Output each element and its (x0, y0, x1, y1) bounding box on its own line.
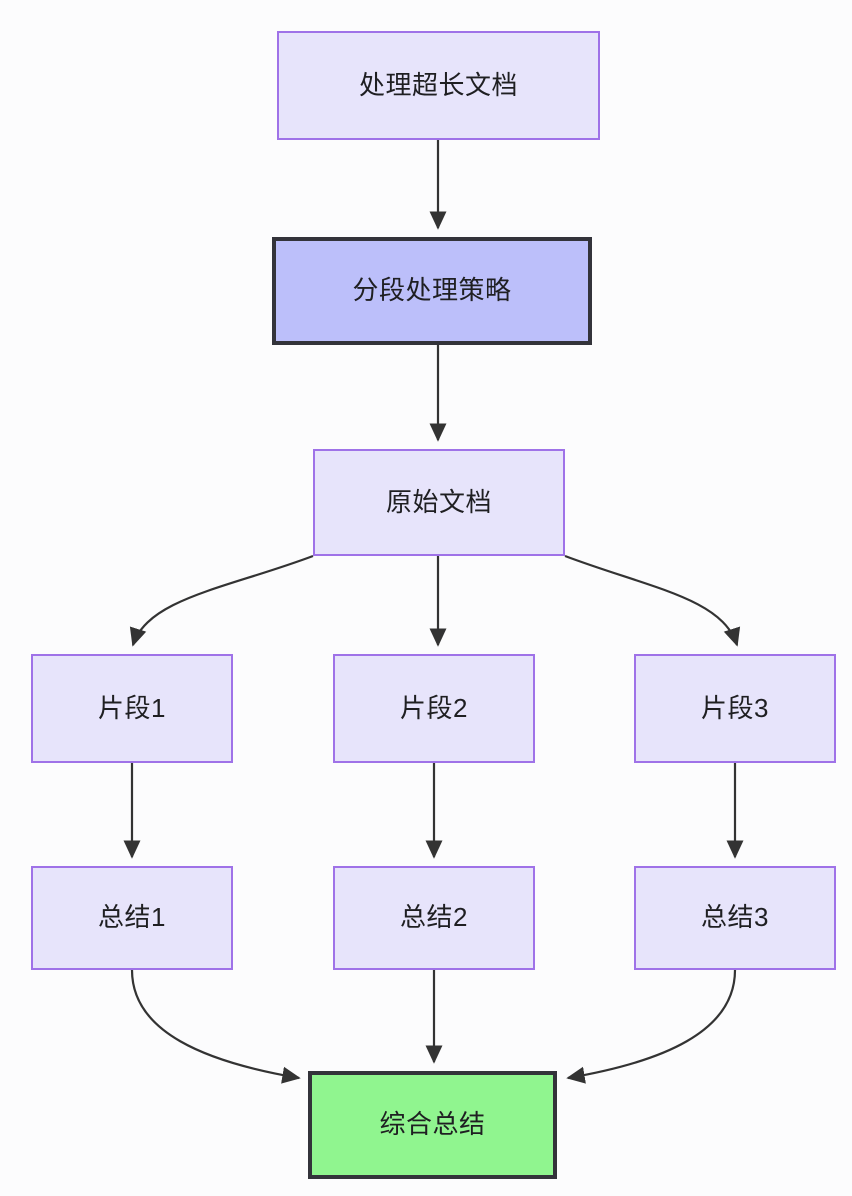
node-final-summary[interactable]: 综合总结 (308, 1071, 557, 1179)
edge-source-doc-to-fragment1 (129, 554, 314, 647)
node-source-doc[interactable]: 原始文档 (313, 449, 565, 556)
node-root[interactable]: 处理超长文档 (277, 31, 600, 140)
node-strategy[interactable]: 分段处理策略 (272, 237, 592, 345)
node-summary2[interactable]: 总结2 (333, 866, 535, 970)
edge-source-doc-to-fragment3 (564, 554, 741, 647)
edge-summary3-to-final-summary (566, 969, 737, 1084)
node-summary1[interactable]: 总结1 (31, 866, 233, 970)
node-summary3[interactable]: 总结3 (634, 866, 836, 970)
node-fragment1[interactable]: 片段1 (31, 654, 233, 763)
node-fragment2[interactable]: 片段2 (333, 654, 535, 763)
node-fragment3[interactable]: 片段3 (634, 654, 836, 763)
edge-summary1-to-final-summary (130, 969, 301, 1084)
